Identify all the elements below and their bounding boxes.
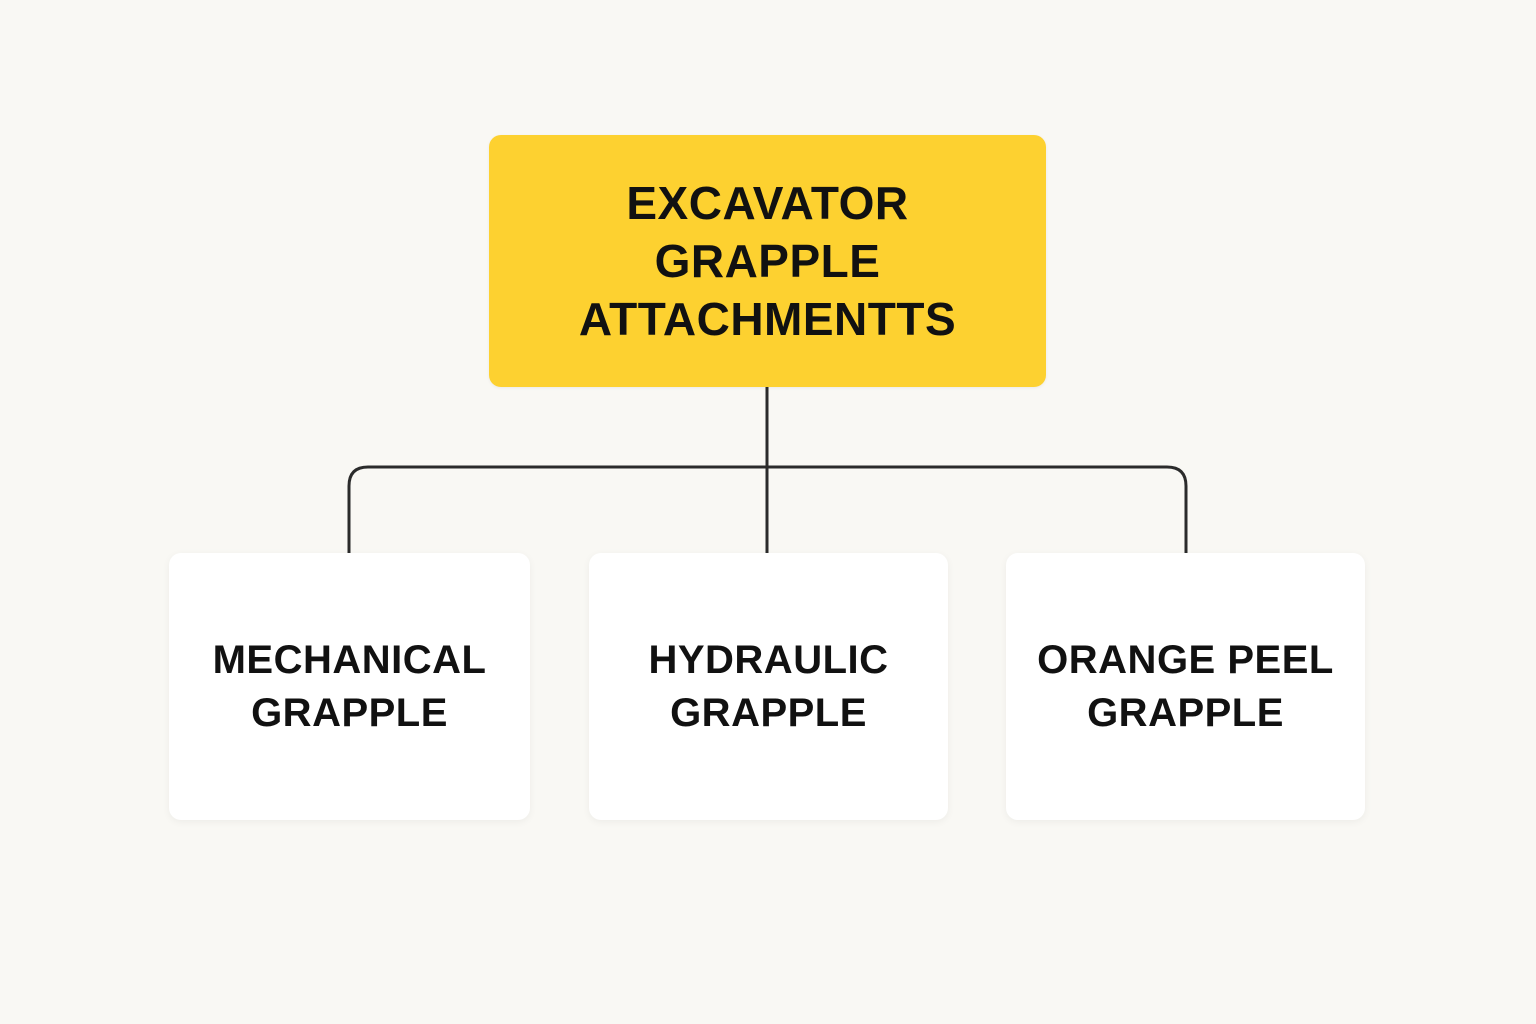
child-node-label: ORANGE PEEL GRAPPLE bbox=[1037, 637, 1334, 735]
connector-branch-left bbox=[347, 465, 769, 555]
child-node-hydraulic: HYDRAULIC GRAPPLE bbox=[589, 553, 948, 820]
connector-branch-right bbox=[765, 465, 1188, 555]
root-node-label: EXCAVATOR GRAPPLE ATTACHMENTTS bbox=[578, 177, 957, 345]
child-node-orange-peel: ORANGE PEEL GRAPPLE bbox=[1006, 553, 1365, 820]
child-node-mechanical: MECHANICAL GRAPPLE bbox=[169, 553, 530, 820]
child-node-label: HYDRAULIC GRAPPLE bbox=[648, 637, 889, 735]
root-node: EXCAVATOR GRAPPLE ATTACHMENTTS bbox=[489, 135, 1046, 387]
child-node-label: MECHANICAL GRAPPLE bbox=[212, 637, 487, 735]
